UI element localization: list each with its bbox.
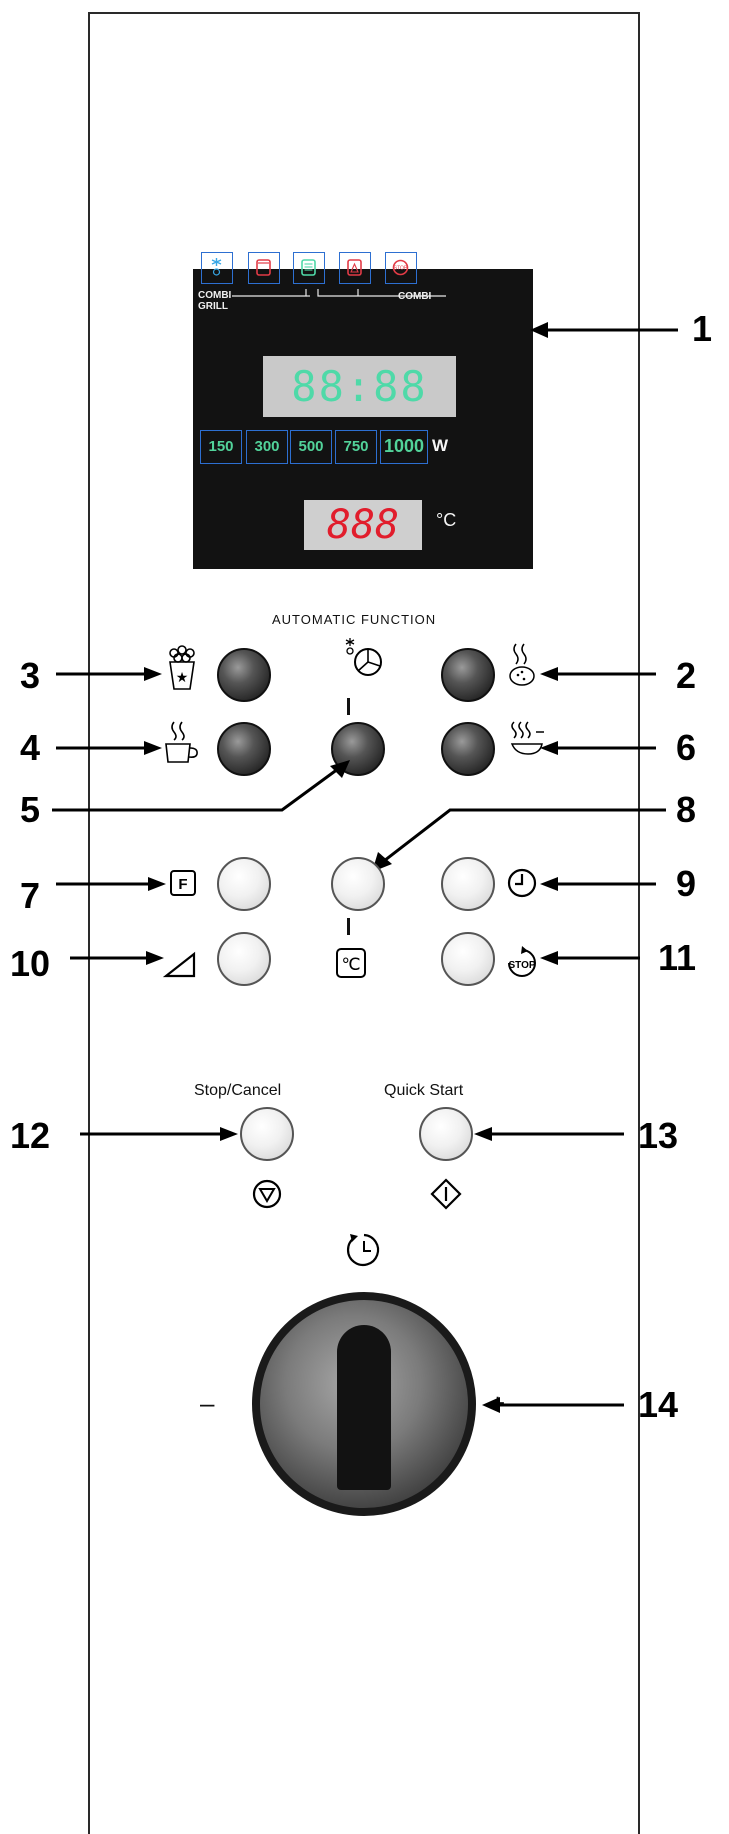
callout-number-11: 11 [658,937,697,978]
power-750-button[interactable]: 750 [335,430,377,464]
combi-bracket-lines [232,289,446,297]
callout-number-6: 6 [676,727,697,768]
time-display: 88:88 [263,356,456,417]
power-1000-button[interactable]: 1000 [380,430,428,464]
stop-button[interactable] [441,932,495,986]
mode-grill[interactable] [293,252,325,284]
mode-oven[interactable] [248,252,280,284]
callout-arrow-11 [540,951,640,965]
divider-tick-upper [347,698,350,715]
svg-text:F: F [178,876,187,893]
svg-text:℃: ℃ [341,955,360,974]
callout-number-10: 10 [10,943,51,984]
callout-arrow-7 [56,877,166,891]
beverage-button[interactable] [217,722,271,776]
callout-arrow-8 [372,808,666,872]
callout-arrow-1 [530,322,678,338]
grill-icon [301,259,316,276]
clock-icon [507,868,537,898]
automatic-function-label: AUTOMATIC FUNCTION [272,612,437,627]
callout-number-9: 9 [676,863,697,904]
knob-minus-label: – [200,1388,215,1418]
f-box-icon: F [170,870,196,896]
divider-tick-lower [347,918,350,935]
timer-icon [346,1233,380,1267]
stop-cancel-button[interactable] [240,1107,294,1161]
callout-arrow-3 [56,667,162,681]
svg-text:★: ★ [176,670,189,686]
rotary-dial-grip [337,1325,391,1490]
power-300-button[interactable]: 300 [246,430,288,464]
power-500-button[interactable]: 500 [290,430,332,464]
popcorn-button[interactable] [217,648,271,702]
potato-icon [509,643,535,686]
mode-fan-oven[interactable] [339,252,371,284]
svg-text:STOP: STOP [508,960,535,971]
callout-number-12: 12 [10,1115,51,1156]
snowflake-pie-icon [345,638,382,676]
oven-icon [256,259,271,276]
callout-number-14: 14 [638,1384,679,1425]
callout-arrow-2 [540,667,656,681]
steam-dish-icon [510,721,544,755]
potato-button[interactable] [441,648,495,702]
steam-dish-button[interactable] [441,722,495,776]
callout-arrow-9 [540,877,656,891]
callout-number-5: 5 [20,789,41,830]
callout-number-8: 8 [676,789,697,830]
callout-arrow-5 [52,760,350,812]
combi-label: COMBI [398,291,432,302]
callout-arrow-6 [540,741,656,755]
callout-arrow-12 [80,1127,238,1141]
callout-number-3: 3 [20,655,41,696]
cup-icon [165,721,198,763]
clock-button[interactable] [441,857,495,911]
down-triangle-icon [252,1179,282,1209]
callout-number-2: 2 [676,655,697,696]
temperature-display: 888 [304,500,422,550]
callout-number-1: 1 [692,308,713,349]
quick-start-label: Quick Start [384,1082,464,1099]
snowflake-icon [211,258,222,276]
svg-text:STOP: STOP [394,266,408,272]
stop-icon: STOP [392,259,409,276]
triangle-icon [162,951,196,978]
celsius-icon: ℃ [336,948,366,978]
popcorn-icon: ★ [169,645,195,690]
mode-defrost[interactable] [201,252,233,284]
callout-number-7: 7 [20,875,41,916]
callout-arrow-10 [70,951,164,965]
mode-stop[interactable]: STOP [385,252,417,284]
half-square-button[interactable] [217,932,271,986]
stop-cancel-label: Stop/Cancel [194,1082,282,1099]
power-150-button[interactable]: 150 [200,430,242,464]
auto-cook-button[interactable] [331,857,385,911]
temperature-unit-label: °C [436,510,457,530]
fan-oven-icon [347,259,362,276]
quick-start-button[interactable] [419,1107,473,1161]
callout-number-13: 13 [638,1115,679,1156]
power-unit-label: W [432,436,449,455]
callout-arrow-4 [56,741,162,755]
favourite-button[interactable] [217,857,271,911]
start-diamond-icon [430,1178,462,1210]
callout-number-4: 4 [20,727,41,768]
callout-arrow-14 [482,1397,624,1413]
callout-arrow-13 [474,1127,624,1141]
stop-circle-icon: STOP [508,946,536,977]
